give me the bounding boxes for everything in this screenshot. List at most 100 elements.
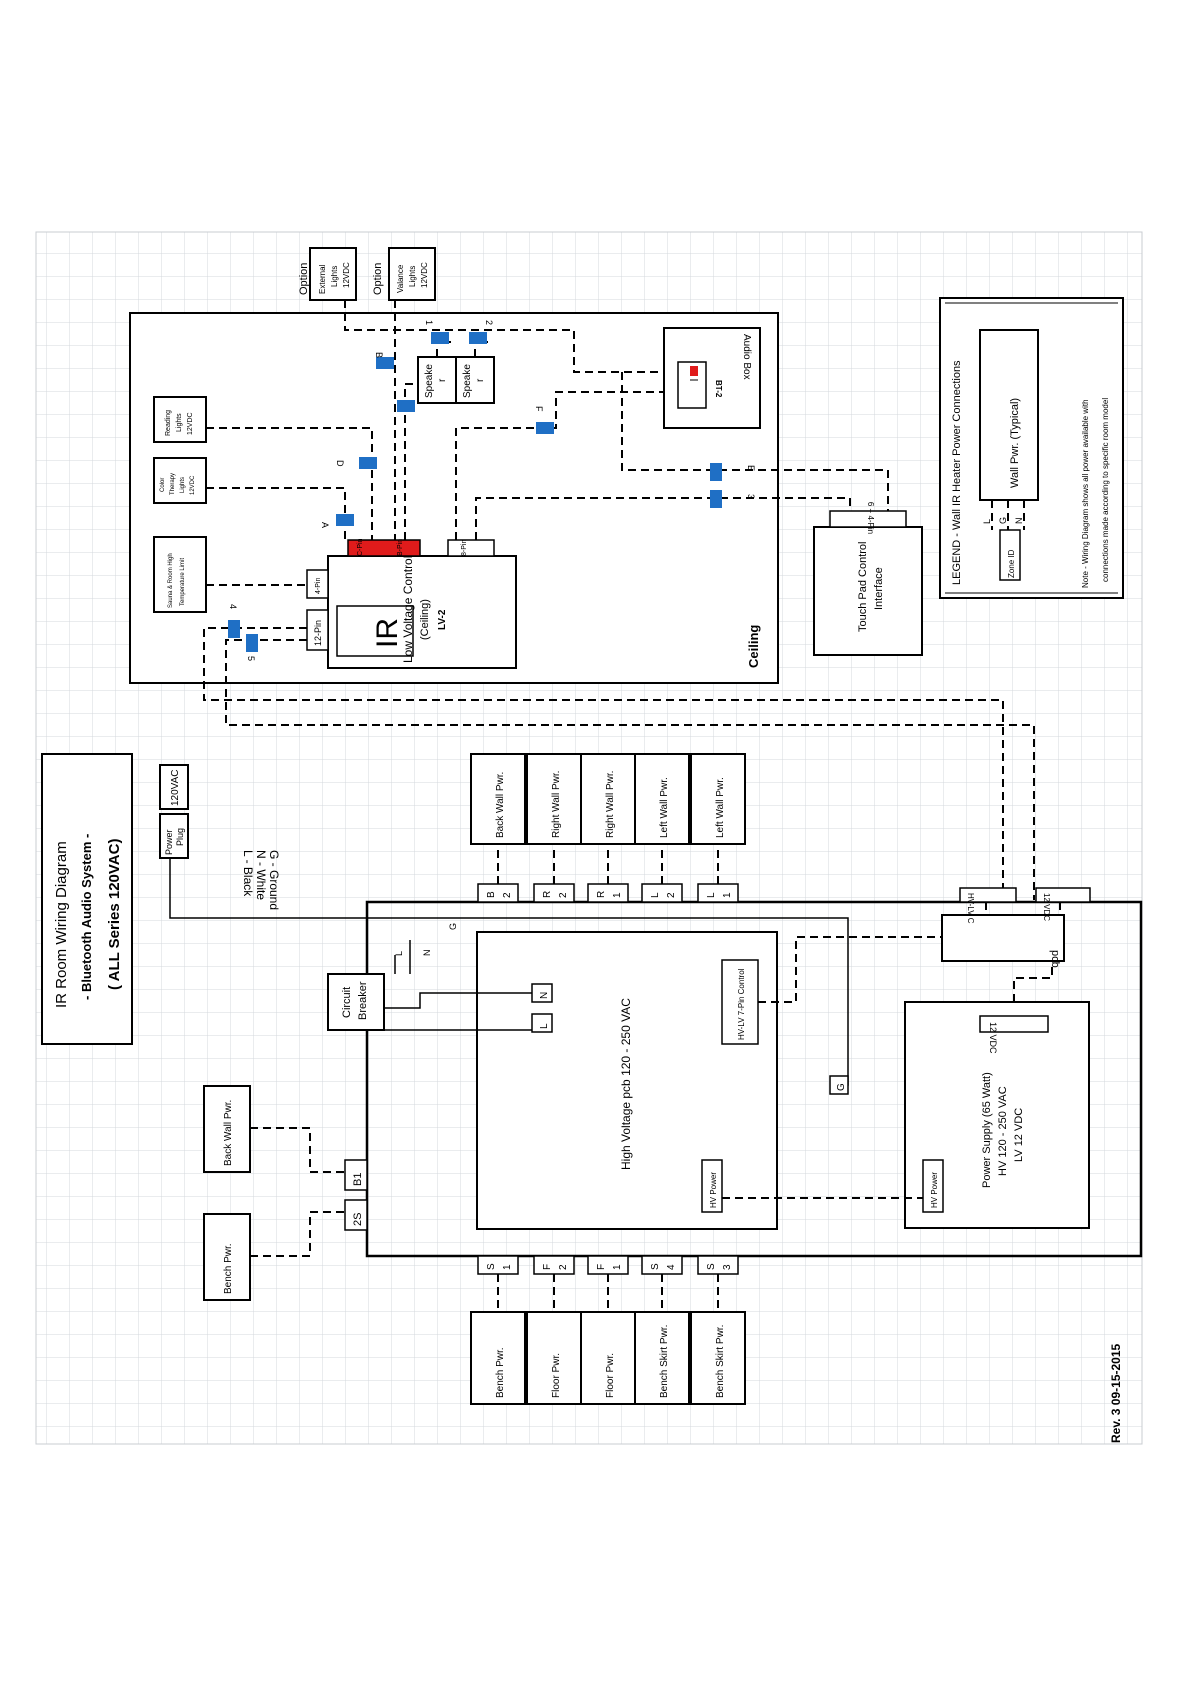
hv-power-port — [701, 1159, 723, 1213]
breaker-label: Circuit — [341, 987, 353, 1018]
valance-lights-label: Valance — [396, 264, 405, 293]
top-heater-label: Left Wall Pwr. — [715, 777, 726, 838]
wire-l-label: L — [394, 951, 404, 956]
legend-zone-box — [999, 529, 1021, 581]
speaker-1-label-2: r — [437, 378, 448, 382]
connector-d-label: D — [335, 460, 345, 467]
bottom-port-number: 3 — [722, 1264, 733, 1270]
top-heater-label: Back Wall Pwr. — [495, 772, 506, 838]
top-port-letter: B — [486, 891, 497, 898]
hv-l-terminal — [531, 1013, 553, 1033]
hv-power-label: HV Power — [709, 1172, 718, 1208]
ir-symbol-box — [336, 605, 414, 657]
connector-1 — [431, 332, 449, 344]
color-therapy-label-2: Therapy — [170, 473, 176, 495]
legend-wall-box — [979, 329, 1039, 501]
left-port-wire — [250, 1211, 345, 1257]
title-block: IR Room Wiring Diagram - Bluetooth Audio… — [41, 753, 133, 1045]
legend-note-1: Note - Wiring Diagram shows all power av… — [1081, 399, 1090, 588]
top-heater-label: Left Wall Pwr. — [659, 777, 670, 838]
top-port-letter: R — [542, 891, 553, 898]
left-port-code: B1 — [352, 1173, 364, 1186]
ceiling-label: Ceiling — [746, 625, 761, 668]
left-heater-box — [203, 1213, 251, 1301]
hv-lv-c-port — [959, 887, 1017, 903]
bt-module — [677, 361, 707, 409]
vdc12-port — [1035, 887, 1091, 903]
psu-label-2: HV 120 - 250 VAC — [997, 1086, 1009, 1176]
connector-b-label: B — [374, 352, 384, 358]
connector-d — [359, 457, 377, 469]
ir-symbol: IR — [371, 618, 404, 648]
connector-2-label: 2 — [484, 320, 494, 325]
bottom-heater-label: Floor Pwr. — [605, 1353, 616, 1398]
valance-lights-label-3: 12VDC — [420, 262, 429, 288]
top-heater-label: Right Wall Pwr. — [605, 771, 616, 838]
reading-lights-box — [153, 396, 207, 443]
bottom-port-letter: S — [486, 1263, 497, 1270]
touchpad-port-label: 6 + 4-Pin — [866, 502, 875, 534]
top-heater-box — [690, 753, 746, 845]
speaker-1-label: Speake — [424, 364, 435, 398]
connector-4-label: 4 — [228, 604, 238, 609]
wire-g-label: G — [448, 923, 458, 930]
bottom-port-letter: S — [650, 1263, 661, 1270]
left-port-terminal — [344, 1199, 368, 1231]
external-lights-label-3: 12VDC — [342, 262, 351, 288]
connector-3-label: 3 — [746, 494, 756, 499]
hv-l-label: L — [539, 1023, 550, 1029]
external-lights-label-2: Lights — [330, 266, 339, 287]
external-lights-box — [309, 247, 357, 301]
top-heater-box — [526, 753, 582, 845]
legend-g: G — [998, 517, 1008, 524]
circuit-breaker — [327, 973, 385, 1031]
power-wires — [384, 902, 1061, 1199]
pin4-label: 4-Pin — [315, 578, 322, 594]
bottom-port-number: 2 — [558, 1264, 569, 1270]
title-sub: - Bluetooth Audio System - — [79, 834, 94, 1000]
wire-key-g: G - Ground — [267, 850, 281, 910]
bottom-port-number: 4 — [666, 1264, 677, 1270]
top-port-number: 2 — [558, 892, 569, 898]
top-port-number: 1 — [722, 892, 733, 898]
connector-3 — [710, 490, 722, 508]
power-plug-label-2: Plug — [175, 828, 185, 846]
bottom-heater-label: Floor Pwr. — [551, 1353, 562, 1398]
legend-l: L — [982, 519, 992, 524]
bottom-heater-box — [690, 1311, 746, 1405]
temp-sensor-label-2: Temperature Limit — [180, 558, 186, 606]
hv-lv-control-label: HV-LV 7-Pin Control — [737, 968, 746, 1040]
connector-e — [710, 463, 722, 481]
color-therapy-label-3: Lights — [180, 477, 186, 493]
wire-key-l: L - Black — [241, 850, 255, 897]
connector-4 — [228, 620, 240, 638]
psu-12vdc-label: 12 VDC — [988, 1022, 998, 1054]
top-heater-box — [634, 753, 690, 845]
connector-a — [336, 514, 354, 526]
title-main: IR Room Wiring Diagram — [53, 841, 70, 1008]
breaker-label-2: Breaker — [357, 981, 369, 1020]
valance-lights-label-2: Lights — [408, 266, 417, 287]
vdc12-label: 12 VDC — [1042, 893, 1051, 921]
bottom-heater-label: Bench Skirt Pwr. — [659, 1325, 670, 1398]
top-heater-box — [470, 753, 526, 845]
bottom-port-letter: F — [542, 1264, 553, 1270]
psu-12vdc-port — [979, 1015, 1049, 1033]
connector-f-label: F — [534, 406, 544, 412]
touchpad-box — [813, 526, 923, 656]
ground-terminal — [829, 1075, 849, 1095]
legend-zone-label: Zone ID — [1007, 549, 1016, 578]
bottom-port-number: 1 — [612, 1264, 623, 1270]
option-label-1: Option — [298, 263, 310, 295]
wire-key-n: N - White — [254, 850, 268, 900]
connector-a-label: A — [320, 522, 330, 528]
pin12-label: 12-Pin — [313, 620, 323, 646]
port-8pin-label: 8-Pin — [461, 540, 468, 556]
bottom-heater-box — [580, 1311, 636, 1405]
top-port-letter: R — [596, 891, 607, 898]
connector-e-label: E — [746, 465, 756, 471]
left-port-code: 2S — [352, 1213, 364, 1226]
temp-sensor-box — [153, 536, 207, 613]
vac-label: 120VAC — [170, 769, 181, 806]
